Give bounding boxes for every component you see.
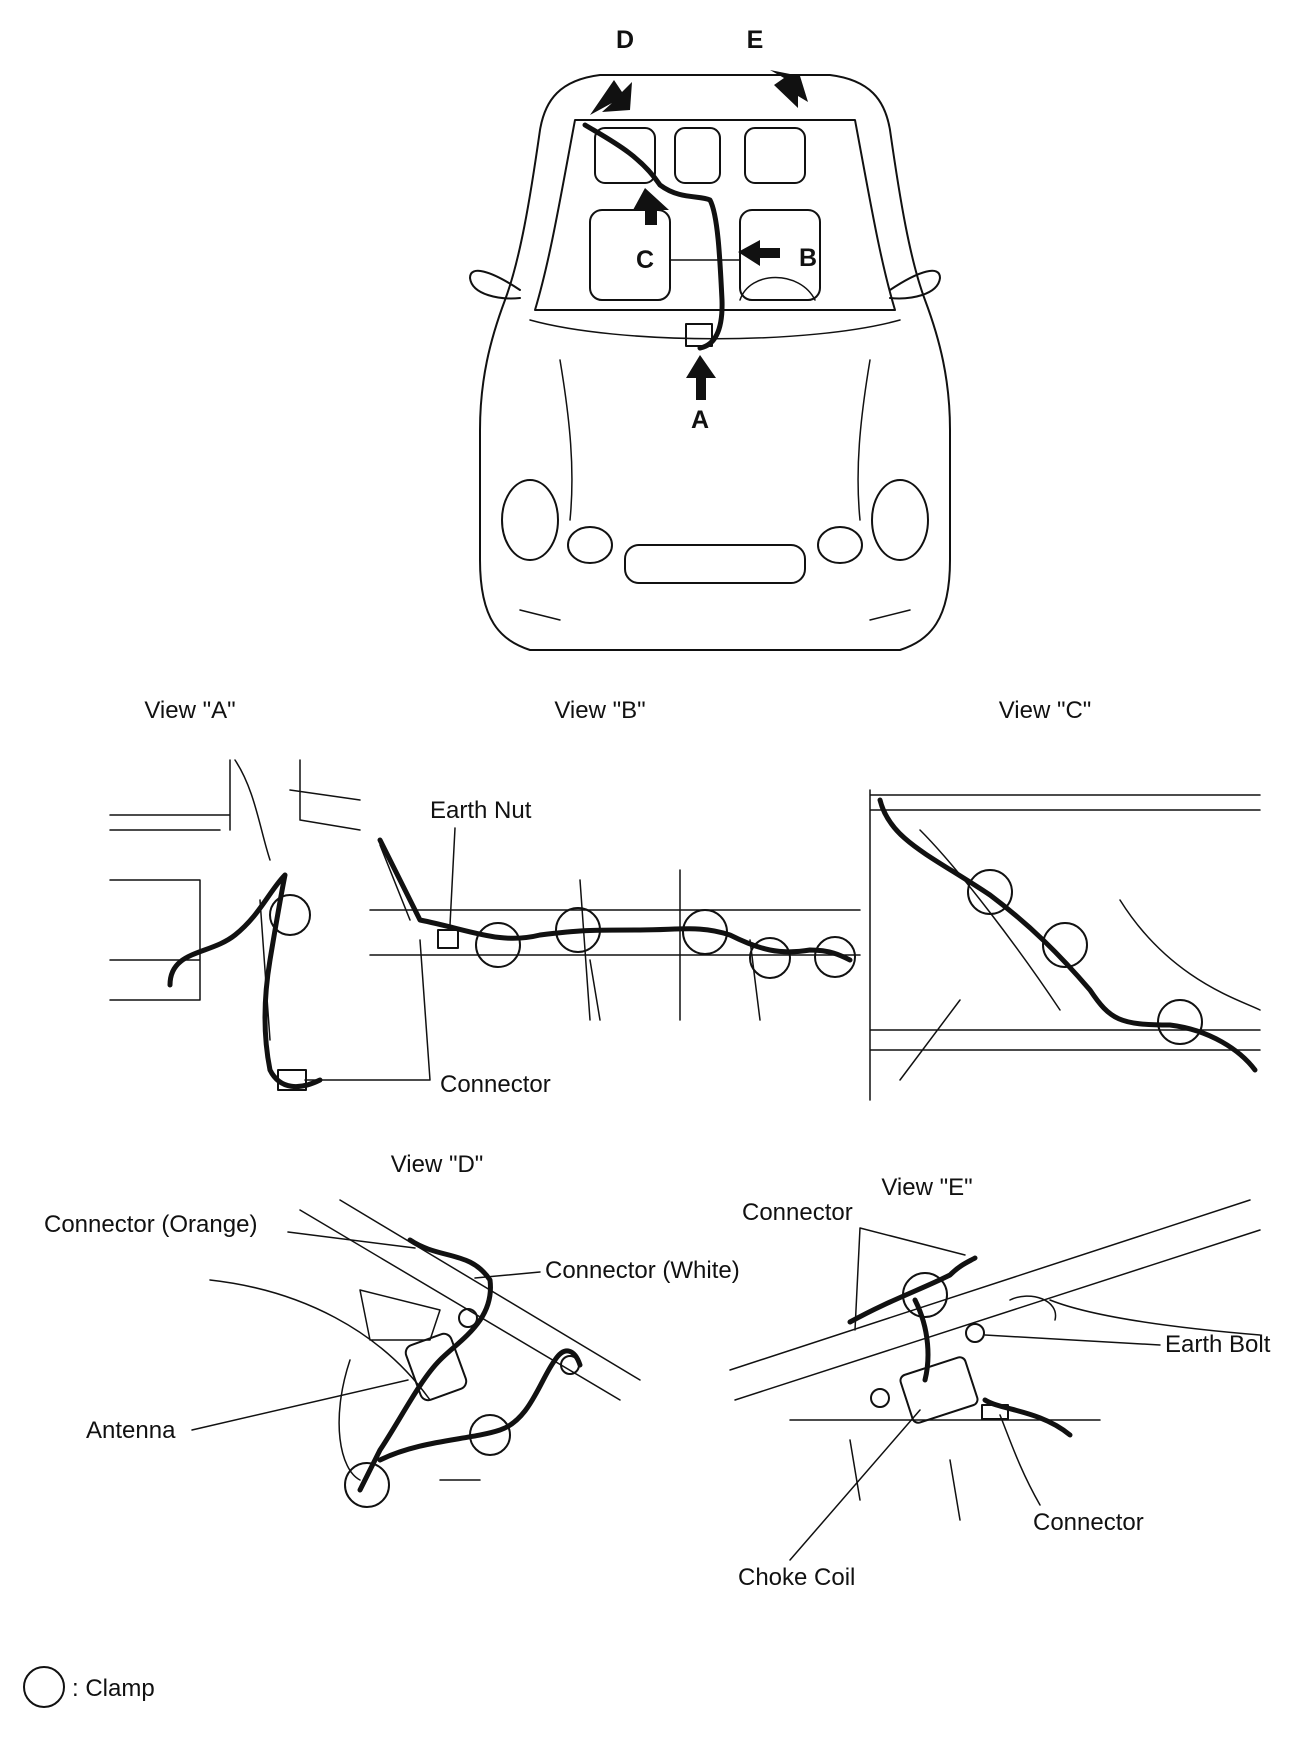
grille	[624, 544, 806, 584]
connector-white-label: Connector (White)	[545, 1257, 740, 1284]
connector-leaders	[304, 939, 431, 1081]
label-b: B	[799, 244, 817, 272]
view-c-clamp-1	[967, 869, 1013, 915]
front-seat-left	[589, 209, 671, 301]
label-d: D	[616, 26, 634, 54]
view-c: View "C"	[869, 697, 1261, 1101]
earth-nut-leader	[449, 827, 456, 926]
connector-top-leaders	[854, 1227, 966, 1331]
label-c: C	[636, 246, 654, 274]
earth-nut-label: Earth Nut	[430, 797, 532, 824]
view-d-clamp-2	[469, 1414, 511, 1456]
view-c-clamp-3	[1157, 999, 1203, 1045]
view-d-bolt-2	[560, 1355, 580, 1375]
arrow-c	[633, 188, 669, 225]
rear-seat-left	[594, 127, 656, 184]
view-b: View "B" Earth Nut Connector	[304, 697, 861, 1098]
earth-bolt-label: Earth Bolt	[1165, 1331, 1271, 1358]
antenna-module	[404, 1332, 468, 1402]
connector-orange-label: Connector (Orange)	[44, 1211, 257, 1238]
arrow-a	[686, 355, 716, 400]
right-mirror	[889, 269, 941, 300]
antenna-label: Antenna	[86, 1417, 176, 1444]
label-a: A	[691, 406, 709, 434]
car-cabin	[534, 119, 896, 311]
legend-clamp-label: : Clamp	[72, 1675, 155, 1702]
view-e: View "E" Connector Earth Bolt Connector …	[729, 1174, 1271, 1591]
antenna-leader	[191, 1379, 409, 1431]
arrow-e	[770, 70, 808, 108]
bumper-details	[519, 609, 911, 621]
view-a-harness	[167, 872, 323, 1090]
earth-bolt-leader	[984, 1334, 1161, 1346]
rear-seat-right	[744, 127, 806, 184]
view-b-clamp-5	[814, 936, 856, 978]
view-c-title: View "C"	[999, 697, 1092, 724]
car-top-view: D E C B A	[469, 26, 951, 651]
headlight-right-outer	[871, 479, 929, 561]
view-e-harness	[847, 1255, 1073, 1438]
choke-coil-leader	[789, 1409, 921, 1561]
headlight-left-outer	[501, 479, 559, 561]
hood-line-right	[857, 359, 871, 521]
view-c-clamp-2	[1042, 922, 1088, 968]
view-a: View "A"	[109, 697, 361, 1091]
view-a-title: View "A"	[144, 697, 235, 724]
view-d-clamp-1	[344, 1462, 390, 1508]
hood-line-left	[559, 359, 573, 521]
view-b-title: View "B"	[554, 697, 645, 724]
view-b-clamp-1	[475, 922, 521, 968]
view-e-bolt-2	[870, 1388, 890, 1408]
view-b-clamp-4	[749, 937, 791, 979]
view-e-title: View "E"	[881, 1174, 972, 1201]
connector-bottom-label: Connector	[1033, 1509, 1144, 1536]
rear-seat-center	[674, 127, 721, 184]
earth-bolt	[965, 1323, 985, 1343]
legend: : Clamp	[23, 1666, 155, 1708]
connector-top-label: Connector	[742, 1199, 853, 1226]
view-d-bolt	[458, 1308, 478, 1328]
arrow-b	[738, 240, 780, 266]
view-d-title: View "D"	[391, 1151, 484, 1178]
view-b-clamp-3	[682, 909, 728, 955]
legend-clamp-icon	[23, 1666, 65, 1708]
car-body-outline	[479, 74, 951, 651]
view-d: View "D" Connector (Orange) Connector (W…	[44, 1151, 740, 1508]
earth-nut	[437, 929, 459, 949]
choke-coil	[899, 1356, 979, 1424]
view-e-clamp-1	[902, 1272, 948, 1318]
view-d-harness	[357, 1237, 583, 1493]
steering-wheel	[739, 276, 816, 301]
connector-bottom-leader	[999, 1414, 1041, 1506]
front-seat-right	[739, 209, 821, 301]
view-b-connector-label: Connector	[440, 1071, 551, 1098]
label-e: E	[747, 26, 764, 54]
view-a-structure	[109, 759, 361, 1041]
headlight-right-inner	[817, 526, 863, 564]
view-e-connector-bottom	[981, 1404, 1009, 1420]
left-mirror	[469, 269, 521, 300]
view-e-structure	[729, 1199, 1261, 1521]
view-a-clamp-1	[269, 894, 311, 936]
view-c-structure	[869, 789, 1261, 1101]
view-b-clamp-2	[555, 907, 601, 953]
headlight-left-inner	[567, 526, 613, 564]
module-a	[685, 323, 713, 347]
harness-car	[582, 122, 725, 351]
view-b-harness	[377, 837, 853, 963]
choke-coil-label: Choke Coil	[738, 1564, 855, 1591]
arrow-d	[590, 80, 632, 115]
